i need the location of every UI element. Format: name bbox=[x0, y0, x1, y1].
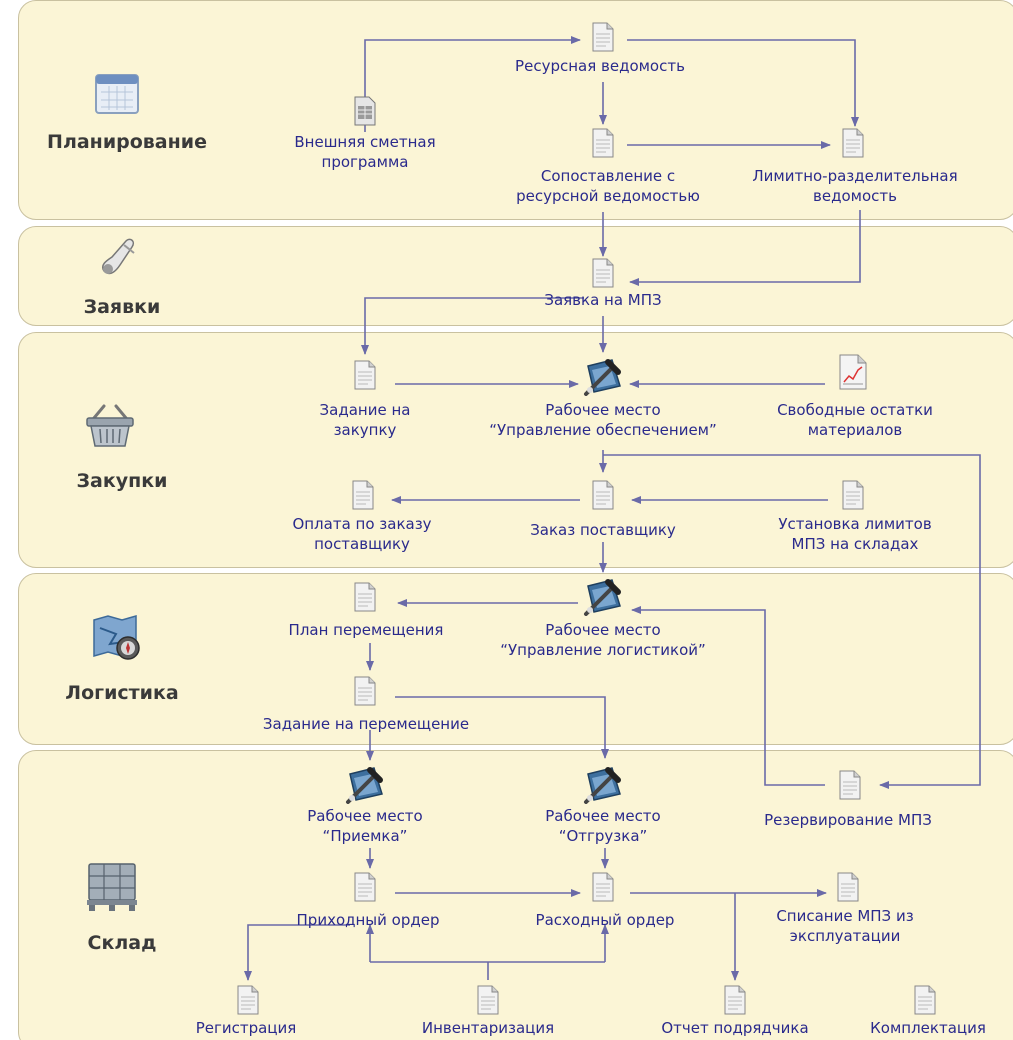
node-label-warehouse-limits: Установка лимитов МПЗ на складах bbox=[778, 515, 932, 553]
lane-planning bbox=[18, 0, 1013, 220]
program-icon bbox=[354, 96, 376, 126]
node-label-workplace-logistics: Рабочее место “Управление логистикой” bbox=[500, 621, 706, 659]
basket-icon bbox=[86, 404, 134, 447]
node-label-receipt-order: Приходный ордер bbox=[296, 911, 440, 929]
receipt-icon bbox=[101, 238, 135, 275]
document-icon bbox=[592, 872, 614, 902]
workplace-icon bbox=[584, 359, 621, 396]
node-label-limit-statement: Лимитно-разделительная ведомость bbox=[752, 167, 958, 205]
connector bbox=[364, 36, 581, 132]
map-compass-icon bbox=[93, 615, 140, 660]
lane-title-requests: Заявки bbox=[83, 296, 161, 318]
node-label-transfer-task: Задание на перемещение bbox=[262, 715, 470, 733]
lane-title-purchasing: Закупки bbox=[76, 470, 168, 492]
workplace-icon bbox=[584, 767, 621, 804]
document-icon bbox=[352, 480, 374, 510]
document-icon bbox=[354, 676, 376, 706]
document-icon bbox=[237, 985, 259, 1015]
document-icon bbox=[837, 872, 859, 902]
connector bbox=[395, 696, 609, 759]
node-label-workplace-shipping: Рабочее место “Отгрузка” bbox=[545, 807, 661, 845]
connector bbox=[244, 924, 350, 981]
node-label-comparison: Сопоставление с ресурсной ведомостью bbox=[516, 167, 700, 205]
lane-title-logistics: Логистика bbox=[65, 682, 179, 704]
node-label-inventory: Инвентаризация bbox=[421, 1019, 555, 1037]
node-label-resource-statement: Ресурсная ведомость bbox=[515, 57, 685, 75]
document-icon bbox=[592, 258, 614, 288]
node-label-purchase-task: Задание на закупку bbox=[319, 401, 411, 439]
node-label-workplace-receiving: Рабочее место “Приемка” bbox=[307, 807, 423, 845]
node-label-contractor-report: Отчет подрядчика bbox=[661, 1019, 809, 1037]
node-label-free-stock: Свободные остатки материалов bbox=[777, 401, 933, 439]
document-icon bbox=[914, 985, 936, 1015]
document-icon bbox=[842, 128, 864, 158]
connector bbox=[631, 606, 825, 786]
workplace-icon bbox=[346, 767, 383, 804]
report-chart-icon bbox=[839, 354, 867, 390]
node-label-request-mpz: Заявка на МПЗ bbox=[544, 291, 662, 309]
pallet-icon bbox=[87, 863, 137, 911]
document-icon bbox=[354, 582, 376, 612]
document-icon bbox=[592, 22, 614, 52]
lane-logistics bbox=[18, 573, 1013, 745]
node-label-registration: Регистрация bbox=[195, 1019, 297, 1037]
node-label-write-off: Списание МПЗ из эксплуатации bbox=[776, 907, 914, 945]
node-label-supplier-order: Заказ поставщику bbox=[530, 521, 676, 539]
calendar-icon bbox=[95, 74, 139, 114]
connector bbox=[361, 297, 584, 355]
node-label-expense-order: Расходный ордер bbox=[535, 911, 675, 929]
connector bbox=[629, 210, 861, 286]
node-label-transfer-plan: План перемещения bbox=[288, 621, 444, 639]
document-icon bbox=[842, 480, 864, 510]
node-label-assembly: Комплектация bbox=[870, 1019, 986, 1037]
lane-title-warehouse: Склад bbox=[87, 932, 157, 954]
lane-requests bbox=[18, 226, 1013, 326]
document-icon bbox=[724, 985, 746, 1015]
workplace-icon bbox=[584, 579, 621, 616]
document-icon bbox=[592, 128, 614, 158]
node-label-workplace-supply: Рабочее место “Управление обеспечением” bbox=[489, 401, 717, 439]
document-icon bbox=[354, 360, 376, 390]
document-icon bbox=[592, 480, 614, 510]
connector bbox=[627, 39, 859, 127]
document-icon bbox=[839, 770, 861, 800]
document-icon bbox=[477, 985, 499, 1015]
node-label-reservation: Резервирование МПЗ bbox=[764, 811, 932, 829]
connector bbox=[603, 454, 981, 789]
node-label-supplier-payment: Оплата по заказу поставщику bbox=[292, 515, 432, 553]
document-icon bbox=[354, 872, 376, 902]
lane-title-planning: Планирование bbox=[47, 131, 207, 153]
node-label-external-estimate: Внешняя сметная программа bbox=[294, 133, 436, 171]
